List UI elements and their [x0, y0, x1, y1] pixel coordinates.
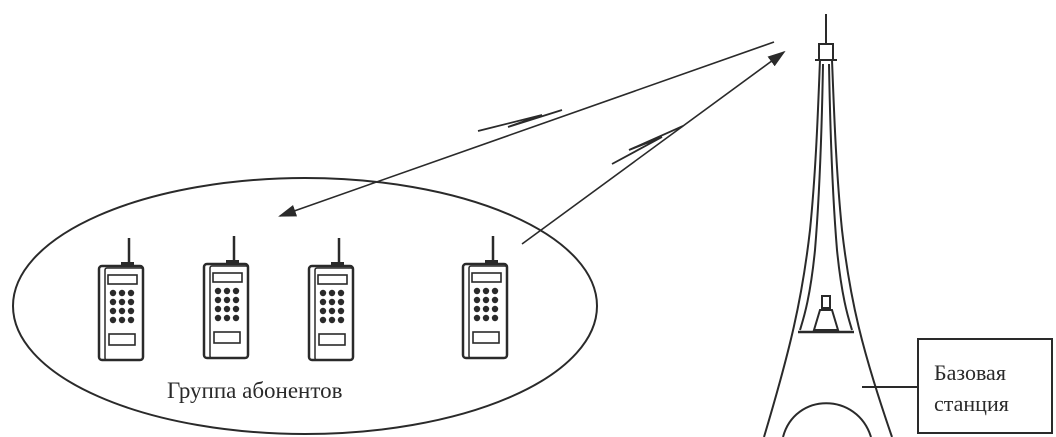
mobile-phone-icon [461, 234, 509, 360]
mobile-phone-icon [97, 236, 145, 362]
base-station-label-line2: станция [934, 391, 1009, 416]
subscriber-group-label: Группа абонентов [167, 378, 343, 403]
lightning-signal-icon [611, 125, 684, 165]
downlink-arrow [278, 41, 775, 217]
mobile-phone-icon [202, 234, 250, 360]
lightning-signal-icon [477, 109, 563, 132]
base-station-box [917, 338, 1053, 434]
mobile-phone-icon [307, 236, 355, 362]
radio-tower-icon [763, 14, 893, 437]
base-station-label-line1: Базовая [934, 360, 1006, 385]
uplink-arrow [521, 50, 786, 245]
subscriber-group-ellipse [12, 177, 598, 435]
